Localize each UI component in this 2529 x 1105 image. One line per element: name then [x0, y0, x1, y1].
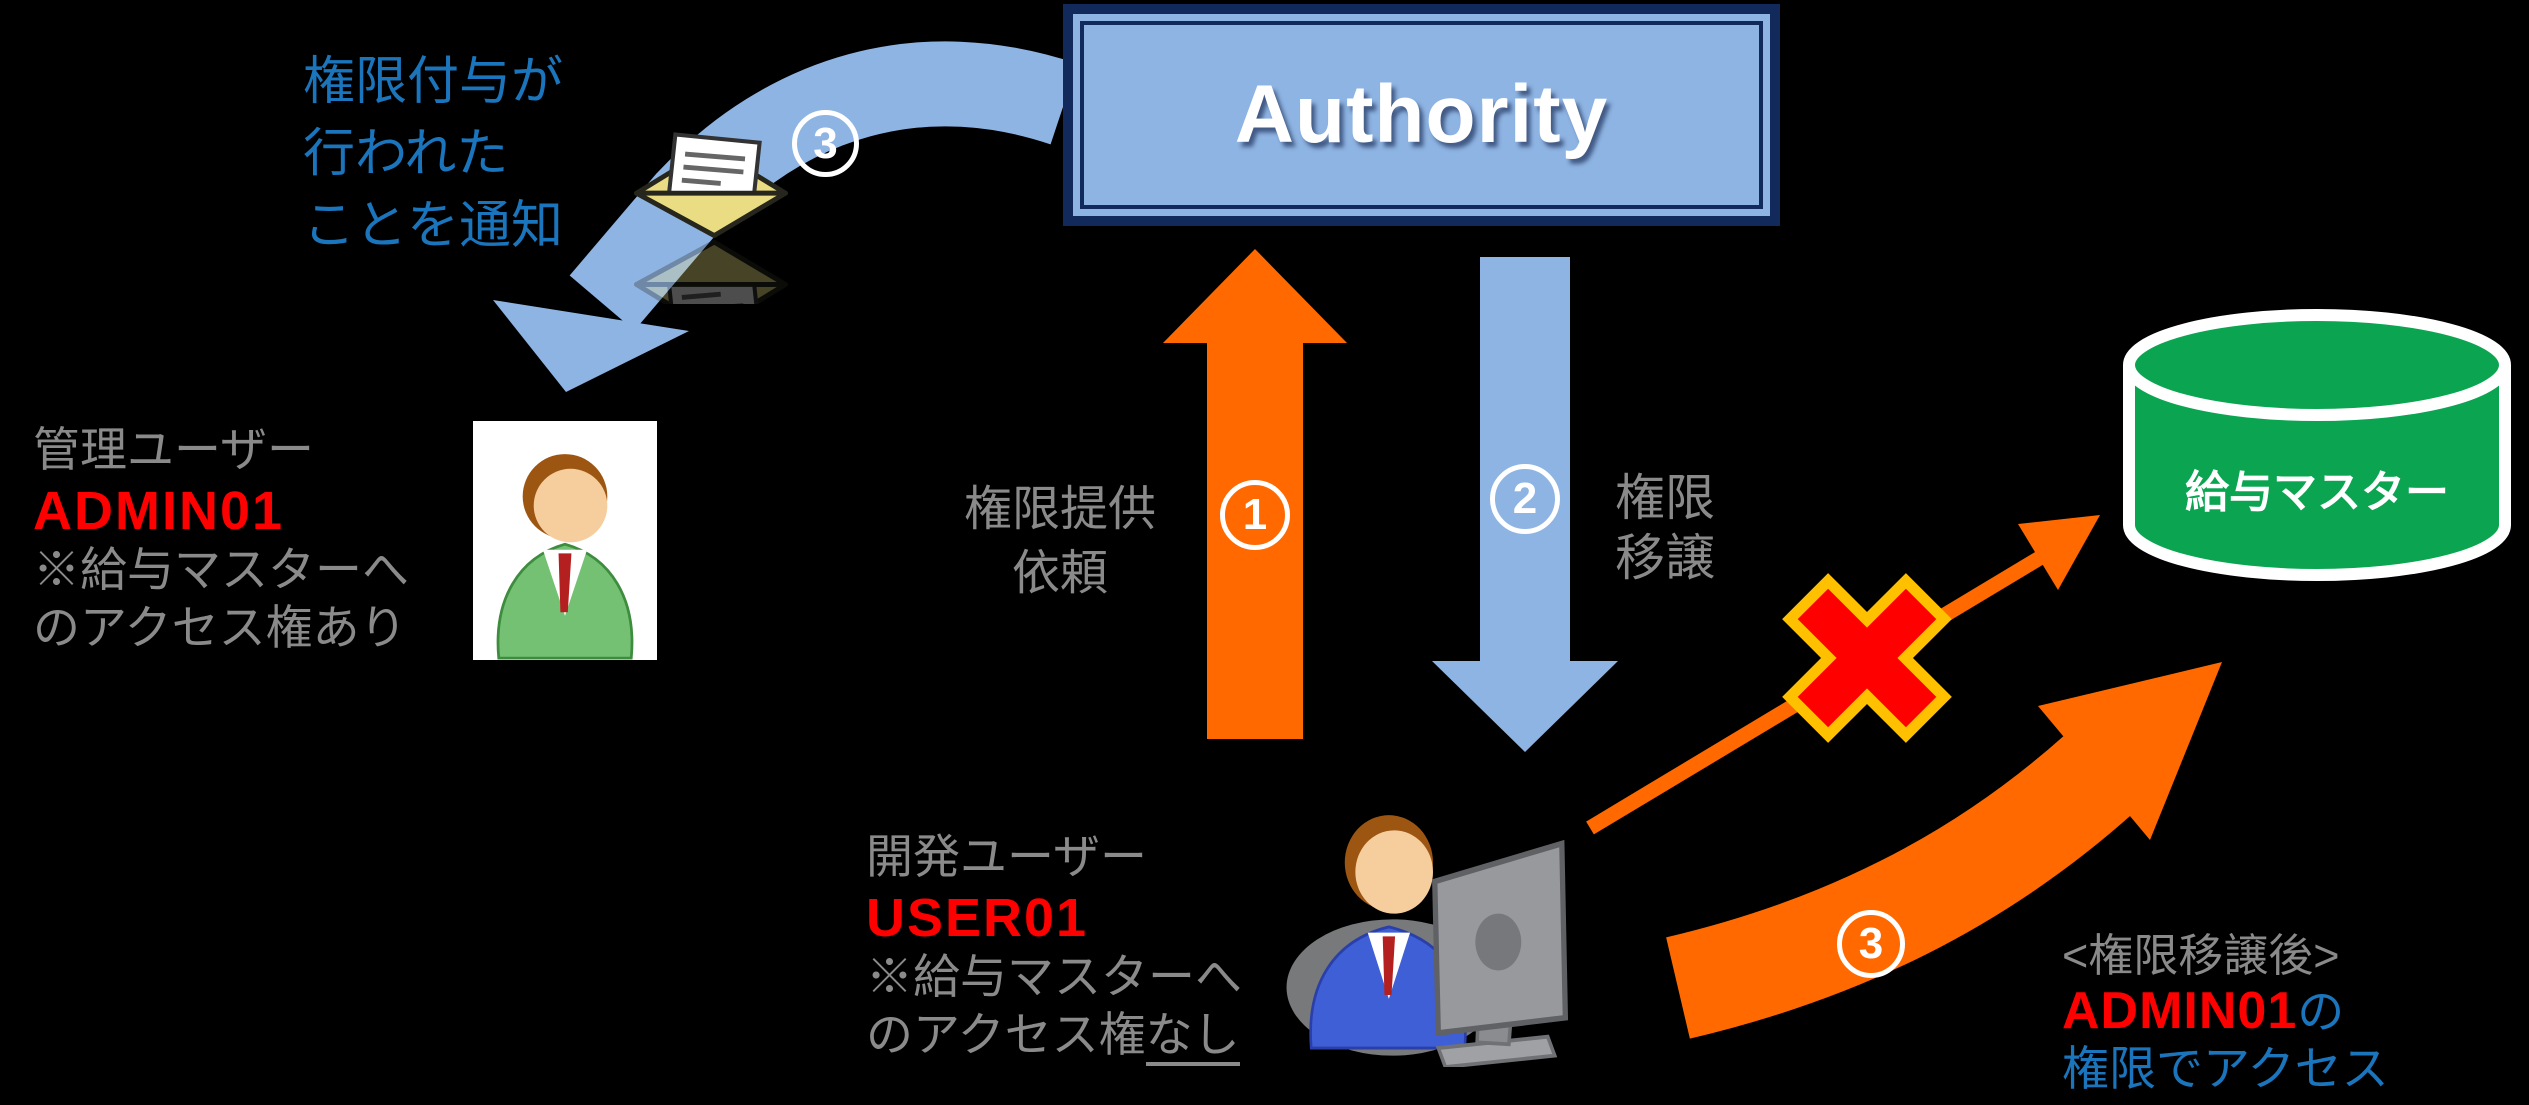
admin-note: ※給与マスターへ のアクセス権あり [33, 543, 409, 654]
admin-role: 管理ユーザー [33, 423, 315, 476]
email-envelope-icon [630, 128, 792, 304]
notify-description: 権限付与が 行われた ことを通知 [303, 53, 564, 255]
step-3-access-number: 3 [1858, 919, 1884, 968]
access-curve-arrow [1666, 736, 2133, 1039]
dev-role: 開発ユーザー [866, 830, 1148, 883]
dev-note: ※給与マスターへ のアクセス権なし [866, 948, 1242, 1066]
dev-user-icon [1283, 783, 1583, 1067]
admin-user-icon [473, 421, 657, 660]
database-icon [2123, 309, 2511, 581]
access-curve-arrowhead [2038, 662, 2222, 840]
after-transfer-heading: <権限移譲後> [2062, 930, 2340, 981]
after-transfer-text: <権限移譲後> ADMIN01の 権限でアクセス [2062, 930, 2389, 1097]
step-2-number: 2 [1512, 474, 1538, 523]
step-3-notify-badge: 3 [792, 110, 859, 177]
step-3-access-badge: 3 [1837, 910, 1905, 978]
dev-note-underlined: なし [1145, 1008, 1240, 1066]
authority-label: Authority [1234, 69, 1609, 160]
notify-curve-arrowhead [493, 300, 689, 392]
after-transfer-tail: 権限でアクセス [2062, 1042, 2389, 1095]
database-top [2123, 309, 2511, 421]
red-x-icon [1782, 573, 1952, 743]
after-transfer-line2: ADMIN01の [2062, 982, 2389, 1041]
after-transfer-user: ADMIN01 [2062, 982, 2298, 1040]
request-label: 権限提供 依頼 [963, 483, 1156, 600]
delegate-label: 権限 移譲 [1615, 470, 1715, 586]
blocked-access-arrowhead [2018, 515, 2100, 590]
admin-id: ADMIN01 [33, 481, 285, 541]
step-1-number: 1 [1242, 490, 1268, 539]
dev-note-prefix: ※給与マスターへ のアクセス権 [866, 950, 1242, 1061]
dev-user-text: 開発ユーザー USER01 ※給与マスターへ のアクセス権なし [866, 826, 1242, 1066]
authority-box: Authority [1063, 4, 1780, 226]
dev-id: USER01 [866, 888, 1089, 948]
step-2-badge: 2 [1490, 464, 1560, 534]
after-transfer-particle: の [2297, 985, 2345, 1038]
database-label: 給与マスター [2185, 468, 2449, 517]
step-3-notify-number: 3 [813, 118, 838, 168]
step-1-badge: 1 [1220, 480, 1290, 550]
database-body [2123, 365, 2511, 581]
admin-user-text: 管理ユーザー ADMIN01 ※給与マスターへ のアクセス権あり [33, 419, 409, 657]
